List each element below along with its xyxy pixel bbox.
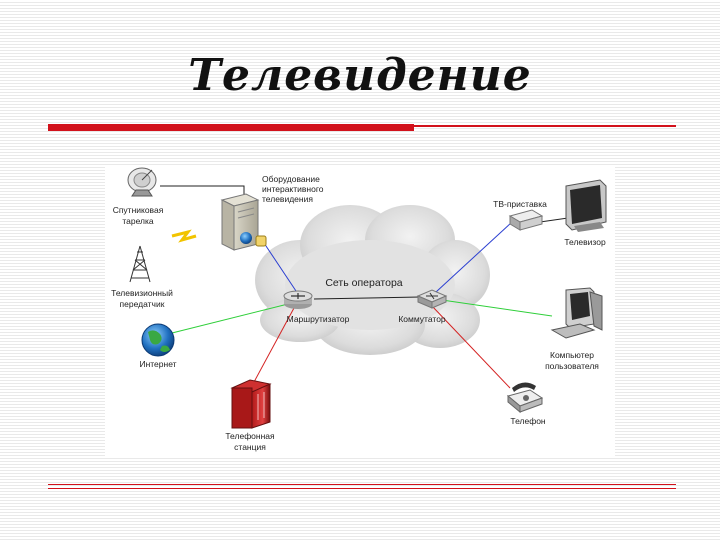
tower-label-1: Телевизионный <box>111 288 173 298</box>
computer-label-2: пользователя <box>545 361 599 371</box>
tv-label: Телевизор <box>564 237 606 247</box>
title-underline-thin <box>414 125 676 127</box>
cloud-label: Сеть оператора <box>325 277 402 289</box>
link-switch-computer <box>441 299 553 317</box>
title-underline-thick <box>48 124 414 131</box>
link-switch-phone <box>431 305 511 389</box>
slide-title: Телевидение <box>188 50 532 101</box>
link-router-switch <box>313 296 421 300</box>
link-phone-station-router <box>253 307 295 383</box>
switch-label: Коммутатор <box>398 314 446 324</box>
link-internet-router <box>171 302 293 334</box>
server-icon <box>220 193 267 251</box>
equipment-label-3: телевидения <box>262 194 313 204</box>
internet-label: Интернет <box>139 359 176 369</box>
router-icon <box>283 290 313 309</box>
settop-box-icon <box>508 209 544 231</box>
link-switch-settop <box>435 221 513 293</box>
link-settop-tv <box>539 217 569 223</box>
phone-station-label-2: станция <box>234 442 266 452</box>
links <box>160 185 569 389</box>
router-label: Маршрутизатор <box>287 314 350 324</box>
globe-icon <box>141 323 175 357</box>
satellite-label-1: Спутниковая <box>113 205 164 215</box>
computer-icon <box>550 287 603 339</box>
footer-line-bottom <box>48 488 676 489</box>
satellite-label-2: тарелка <box>122 216 154 226</box>
phone-station-label-1: Телефонная <box>225 431 275 441</box>
tv-icon <box>565 179 607 232</box>
equipment-label-2: интерактивного <box>262 184 324 194</box>
footer-line-top <box>48 484 676 485</box>
computer-label-1: Компьютер <box>550 350 594 360</box>
phone-label: Телефон <box>510 416 546 426</box>
equipment-label-1: Оборудование <box>262 174 320 184</box>
switch-icon <box>416 289 448 309</box>
satellite-dish-icon <box>127 167 157 197</box>
settop-label: ТВ-приставка <box>493 199 547 209</box>
telephone-icon <box>506 382 544 414</box>
link-equipment-router <box>261 239 297 292</box>
lightning-icon <box>171 229 197 243</box>
phone-station-icon <box>230 379 272 429</box>
link-satellite-equipment <box>160 185 245 198</box>
tower-label-2: передатчик <box>120 299 165 309</box>
tv-tower-icon <box>129 245 151 283</box>
